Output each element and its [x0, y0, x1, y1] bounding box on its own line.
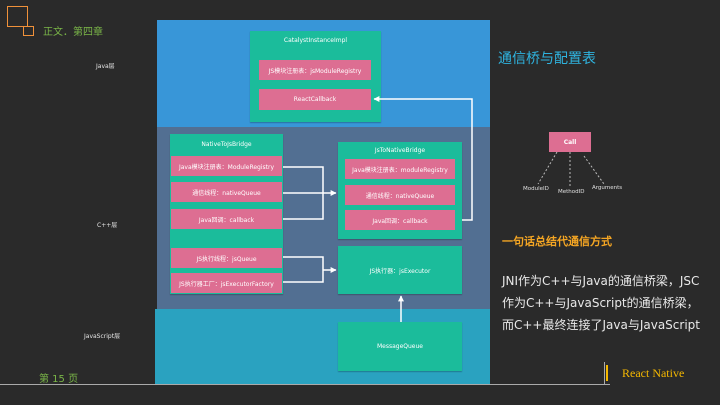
layer-label-cpp: C++层: [97, 222, 118, 229]
call-param-method-id: MethodID: [558, 189, 585, 195]
footer-divider: [0, 384, 610, 385]
summary-line: 作为C++与JavaScript的通信桥梁，: [502, 296, 699, 310]
page-number: 第 15 页: [39, 374, 79, 385]
ntj-row-native-queue: 通信线程：nativeQueue: [171, 182, 282, 202]
jtn-row-callback: Java回调：callback: [345, 210, 455, 230]
jtn-row-module-registry: Java模块注册表：moduleRegistry: [345, 159, 455, 179]
ntj-row-js-queue: JS执行线程：jsQueue: [171, 248, 282, 268]
message-queue-label: MessageQueue: [376, 343, 423, 350]
message-queue-box: MessageQueue: [338, 322, 462, 371]
brand-label: React Native: [622, 366, 685, 380]
catalyst-instance-box: CatalystInstanceImpl JS模块注册表：jsModuleReg…: [250, 31, 381, 122]
native-to-js-bridge-title: NativeToJsBridge: [201, 141, 252, 148]
native-to-js-bridge-box: NativeToJsBridge Java模块注册表：ModuleRegistr…: [170, 134, 283, 294]
summary-title: 一句话总结代通信方式: [502, 235, 612, 248]
layer-label-js: JavaScript层: [84, 333, 121, 340]
js-to-native-bridge-box: JsToNativeBridge Java模块注册表：moduleRegistr…: [338, 142, 462, 239]
logo-square-large: [7, 6, 28, 27]
jtn-row-native-queue: 通信线程：nativeQueue: [345, 185, 455, 205]
js-executor-label: JS执行器：jsExecutor: [369, 267, 431, 275]
catalyst-row-js-module-registry: JS模块注册表：jsModuleRegistry: [259, 60, 371, 80]
call-dashed-arguments: [583, 155, 605, 185]
chapter-title: 正文．第四章: [43, 27, 103, 38]
catalyst-instance-title: CatalystInstanceImpl: [283, 37, 348, 44]
layer-label-java: Java层: [96, 63, 115, 70]
brand-accent-bar: [606, 365, 608, 381]
logo-square-small: [23, 26, 34, 36]
summary-line: JNI作为C++与Java的通信桥梁，JSC: [502, 274, 700, 288]
js-executor-box: JS执行器：jsExecutor: [338, 246, 462, 294]
ntj-row-module-registry: Java模块注册表：ModuleRegistry: [171, 156, 282, 176]
footer-divider-vertical: [604, 362, 605, 385]
ntj-row-js-executor-factory: JS执行器工厂：jsExecutorFactory: [171, 273, 282, 293]
call-box: Call: [549, 132, 591, 152]
summary-line: 而C++最终连接了Java与JavaScript: [502, 318, 700, 332]
js-to-native-bridge-title: JsToNativeBridge: [374, 147, 426, 154]
ntj-row-callback: Java回调：callback: [171, 209, 282, 229]
call-dashed-module-id: [537, 151, 558, 185]
summary-text: JNI作为C++与Java的通信桥梁，JSC 作为C++与JavaScript的…: [502, 270, 717, 336]
section-title: 通信桥与配置表: [498, 51, 596, 67]
call-param-arguments: Arguments: [592, 185, 623, 191]
call-param-module-id: ModuleID: [523, 186, 549, 192]
catalyst-row-react-callback: ReactCallback: [259, 89, 371, 110]
